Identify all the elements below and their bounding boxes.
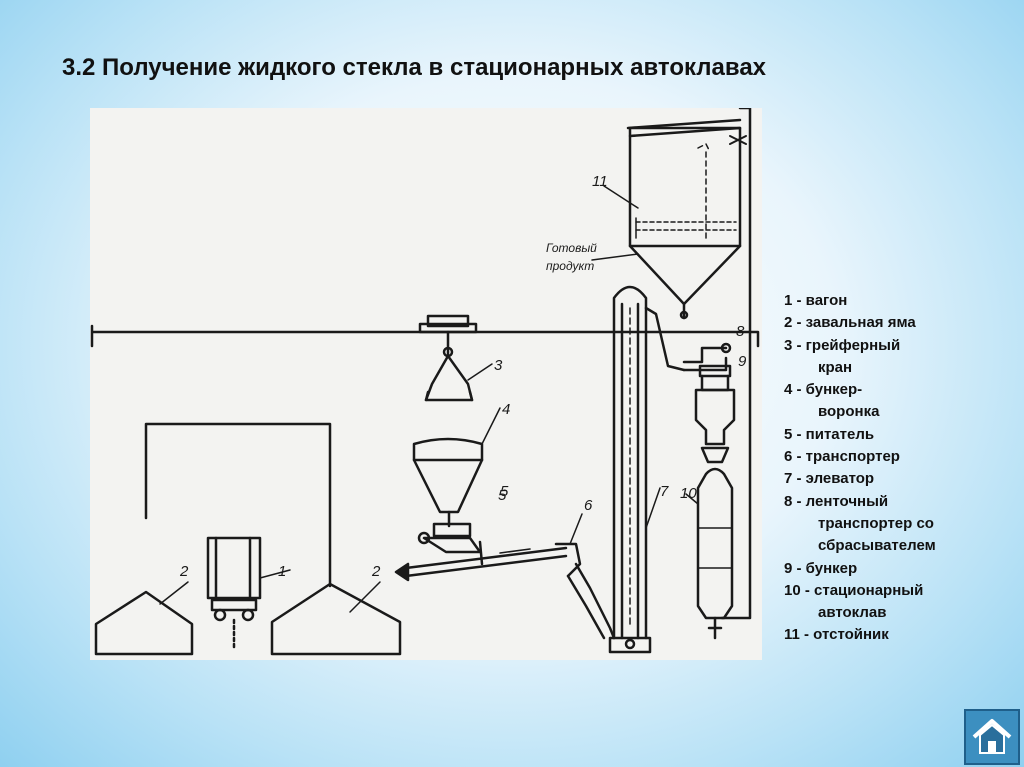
legend-item: 11 - отстойник	[784, 626, 889, 644]
callout-5-lower: 5	[498, 487, 507, 504]
legend-item: 3 - грейферный	[784, 336, 901, 354]
callout-6: 6	[584, 497, 593, 514]
legend-item: 5 - питатель	[784, 425, 875, 443]
receiving-pits	[94, 422, 402, 656]
callout-8: 8	[736, 323, 745, 340]
legend-item: кран	[818, 358, 853, 376]
slide-title: 3.2 Получение жидкого стекла в стационар…	[62, 54, 767, 81]
callout-5-upper: 5	[500, 483, 509, 500]
product-label-line2: продукт	[546, 259, 594, 273]
legend-item: 1 - вагон	[784, 292, 848, 309]
product-label-line1: Готовый	[546, 241, 597, 255]
legend-item: 2 - завальная яма	[784, 314, 916, 332]
legend-item: воронка	[818, 403, 880, 421]
autoclave-assembly	[682, 342, 736, 640]
legend-item: автоклав	[818, 604, 887, 622]
callout-3: 3	[494, 357, 503, 374]
bucket-elevator	[608, 285, 686, 654]
grab-crane	[424, 330, 474, 402]
callout-10: 10	[680, 485, 697, 502]
hopper-funnel	[412, 437, 484, 528]
legend-item: 10 - стационарный	[784, 581, 924, 599]
legend-item: 6 - транспортер	[784, 448, 900, 466]
callout-7: 7	[660, 483, 669, 500]
home-button[interactable]	[964, 709, 1020, 765]
legend-item: сбрасывателем	[818, 537, 936, 555]
process-diagram: 1 2 2 3 4 5 5 6 7 8 9 10 11 Готовый прод…	[90, 108, 762, 660]
legend: 1 - вагон 2 - завальная яма 3 - грейферн…	[784, 290, 936, 647]
legend-item: 9 - бункер	[784, 559, 858, 577]
callout-4: 4	[502, 401, 510, 418]
callout-2-left: 2	[179, 563, 189, 580]
callout-labels: 1 2 2 3 4 5 5 6 7 8 9 10 11 Готовый прод…	[179, 173, 747, 580]
callout-2-right: 2	[371, 563, 381, 580]
belt-conveyor	[394, 542, 616, 640]
legend-item: 7 - элеватор	[784, 470, 875, 488]
wagon	[206, 536, 262, 650]
callout-9: 9	[738, 353, 747, 370]
legend-item: транспортер со	[818, 514, 934, 532]
settling-tank	[626, 108, 752, 620]
legend-item: 8 - ленточный	[784, 492, 889, 510]
feeder	[417, 522, 484, 566]
legend-item: 4 - бункер-	[784, 381, 863, 399]
home-icon	[972, 719, 1012, 754]
